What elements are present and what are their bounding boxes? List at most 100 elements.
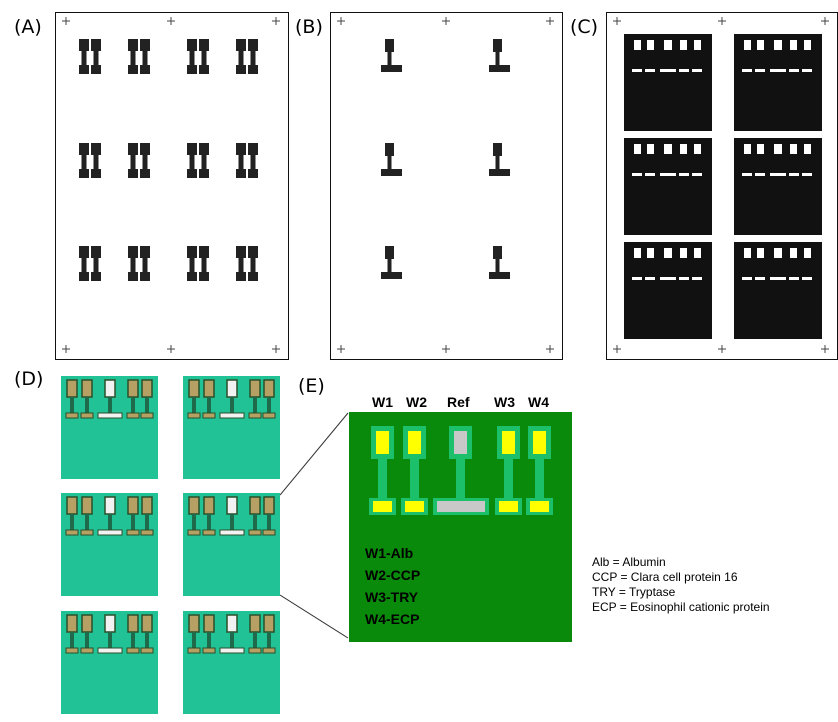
electrode-trace	[201, 155, 207, 169]
pad-opening	[744, 144, 751, 154]
electrode-contact	[381, 169, 402, 176]
contact-opening	[660, 277, 676, 280]
electrode-contact	[381, 65, 402, 72]
pcb-trace	[70, 632, 74, 648]
electrode-pad	[187, 39, 197, 51]
pcb-sensor-drawing	[187, 614, 276, 654]
pcb-sensor	[61, 611, 158, 714]
electrode-pad	[248, 246, 258, 258]
electrode-trace	[130, 258, 136, 272]
assignment-w1: W1-Alb	[365, 545, 414, 561]
pcb-sensor	[61, 376, 158, 479]
pcb-sensor-drawing	[187, 496, 276, 536]
pcb-contact	[80, 647, 94, 654]
pcb-trace	[253, 514, 257, 530]
electrode-contact	[91, 272, 101, 281]
working-contact	[405, 501, 424, 512]
pcb-contact	[248, 647, 262, 654]
pad-opening	[744, 40, 751, 50]
panel-d-label: (D)	[14, 368, 44, 390]
pcb-contact	[219, 647, 245, 654]
pad-opening	[790, 40, 797, 50]
electrode-trace	[93, 51, 99, 65]
pad-opening	[647, 248, 654, 258]
pad-opening	[804, 248, 811, 258]
pcb-pad	[188, 496, 200, 515]
electrode-pad	[91, 39, 101, 51]
electrode-trace	[238, 51, 244, 65]
pad-opening	[757, 248, 764, 258]
electrode-contact	[91, 65, 101, 74]
electrode-pad	[454, 431, 467, 454]
electrode-trace	[535, 459, 544, 499]
electrode-pad	[493, 39, 502, 52]
contact-opening	[742, 173, 752, 176]
insulation-block	[624, 242, 712, 339]
pad-opening	[634, 144, 641, 154]
electrode-pad	[140, 143, 150, 155]
pcb-pad	[188, 614, 200, 633]
electrode-pad	[502, 431, 515, 454]
electrode-trace	[81, 155, 87, 169]
electrode-contact	[199, 65, 209, 74]
insulation-block	[734, 242, 822, 339]
electrode-pad	[236, 246, 246, 258]
pcb-pad	[188, 379, 200, 398]
pcb-trace	[70, 514, 74, 530]
contact-opening	[660, 173, 676, 176]
pcb-contact	[140, 412, 154, 419]
pcb-trace	[131, 632, 135, 648]
pcb-contact	[202, 412, 216, 419]
electrode-pair	[79, 143, 101, 178]
electrode-trace	[189, 51, 195, 65]
panel-e-label: (E)	[298, 375, 325, 397]
electrode-pair	[187, 39, 209, 74]
assignment-list: W1-Alb W2-CCP W3-TRY W4-ECP	[365, 542, 420, 630]
pcb-sensor-drawing	[187, 379, 276, 419]
pcb-contact	[219, 412, 245, 419]
electrode-pad	[385, 39, 394, 52]
pcb-sensor-drawing	[65, 614, 154, 654]
pcb-trace	[192, 632, 196, 648]
pcb-pad	[203, 614, 215, 633]
pcb-pad	[66, 614, 78, 633]
electrode-contact	[236, 65, 246, 74]
pcb-contact	[97, 529, 123, 536]
pad-opening	[790, 248, 797, 258]
pad-opening	[774, 40, 782, 50]
electrode-trace	[456, 459, 465, 499]
contact-opening	[742, 277, 752, 280]
electrode-trace	[130, 155, 136, 169]
electrode-pair	[128, 39, 150, 74]
electrode-trace	[378, 459, 387, 499]
pcb-pad	[226, 614, 238, 633]
electrode-pad	[91, 246, 101, 258]
pad-opening	[757, 40, 764, 50]
pad-opening	[634, 248, 641, 258]
electrode-contact	[128, 65, 138, 74]
electrode-pad	[236, 39, 246, 51]
pcb-trace	[230, 397, 234, 413]
pcb-contact	[248, 412, 262, 419]
pcb-contact	[65, 529, 79, 536]
pcb-contact	[202, 647, 216, 654]
mask-a	[55, 12, 289, 360]
electrode-pad	[199, 246, 209, 258]
insulation-block	[624, 34, 712, 131]
electrode-pad	[236, 143, 246, 155]
electrode-pad	[187, 143, 197, 155]
electrode-contact	[248, 169, 258, 178]
electrode-contact	[128, 272, 138, 281]
electrode-contact	[236, 272, 246, 281]
electrode-pad	[385, 246, 394, 259]
pcb-contact	[262, 647, 276, 654]
panel-b-label: (B)	[295, 16, 323, 38]
pcb-contact	[126, 412, 140, 419]
pcb-sensor	[183, 611, 280, 714]
pad-opening	[744, 248, 751, 258]
pcb-trace	[108, 514, 112, 530]
electrode-contact	[248, 65, 258, 74]
electrode-pair	[128, 143, 150, 178]
electrode-contact	[128, 169, 138, 178]
contact-opening	[660, 69, 676, 72]
